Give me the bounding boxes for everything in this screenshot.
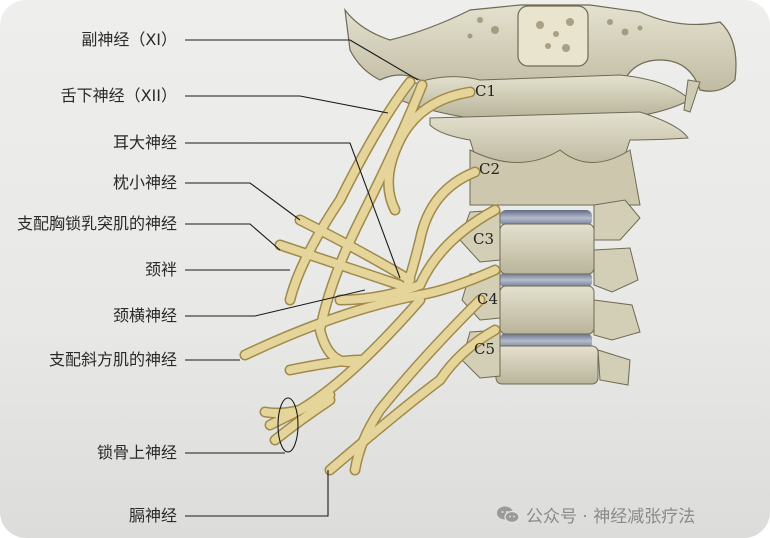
wechat-icon — [496, 505, 520, 525]
vertebra-label-c1: C1 — [475, 82, 497, 100]
label-ansa-cervicalis: 颈袢 — [144, 260, 177, 279]
label-transverse-cervical-nerve: 颈横神经 — [112, 306, 177, 325]
watermark: 公众号 · 神经减张疗法 — [496, 502, 695, 527]
label-nerve-to-sternocleidomastoid: 支配胸锁乳突肌的神经 — [16, 214, 177, 233]
label-supraclavicular-nerves: 锁骨上神经 — [96, 443, 177, 462]
label-hypoglossal-nerve: 舌下神经（XII） — [60, 86, 177, 105]
vertebral-column — [459, 199, 641, 386]
label-lesser-occipital-nerve: 枕小神经 — [112, 173, 177, 192]
vertebra-c2 — [429, 111, 689, 206]
label-great-auricular-nerve: 耳大神经 — [112, 133, 177, 152]
label-nerve-to-trapezius: 支配斜方肌的神经 — [48, 350, 177, 369]
leader-lines — [185, 39, 419, 517]
cervical-plexus-nerves — [239, 76, 501, 476]
skull-base — [344, 4, 737, 119]
vertebra-label-c5: C5 — [474, 340, 496, 358]
vertebra-label-c4: C4 — [477, 290, 499, 308]
vertebra-label-c2: C2 — [479, 160, 501, 178]
vertebra-label-c3: C3 — [473, 230, 495, 248]
label-accessory-nerve: 副神经（XI） — [81, 30, 177, 49]
label-phrenic-nerve: 膈神经 — [128, 506, 177, 525]
watermark-text: 公众号 · 神经减张疗法 — [526, 507, 696, 527]
